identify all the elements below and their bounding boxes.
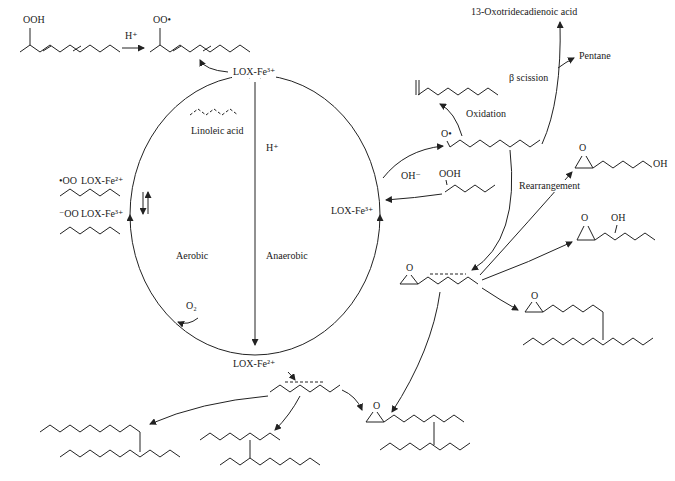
scheme-label: LOX-Fe²⁺ [80,175,124,187]
scheme-label: LOX-Fe³⁺ [330,205,374,217]
scheme-label: LOX-Fe³⁺ [232,66,276,78]
scheme-label: 13-Oxotridecadienoic acid [470,6,578,18]
scheme-label: OO• [152,14,172,26]
scheme-label: LOX-Fe²⁺ [232,358,276,370]
scheme-label: O [578,142,587,154]
scheme-label: •OO [58,175,78,187]
scheme-label: O• [440,128,453,140]
scheme-label: β scission [508,72,549,84]
scheme-label: H⁺ [265,142,280,154]
scheme-label: O [580,212,589,224]
scheme-label: O [372,400,381,412]
scheme-label: OOH [22,14,46,26]
scheme-label: ⁻OO [58,208,80,220]
scheme-label: OOH [438,168,462,180]
scheme-label: Oxidation [465,108,507,120]
scheme-label: OH⁻ [400,170,422,182]
scheme-label: O [530,290,539,302]
scheme-label: Linoleic acid [190,125,244,137]
scheme-label: H⁺ [124,30,139,42]
scheme-label: OH [610,212,626,224]
scheme-label: LOX-Fe³⁺ [80,208,124,220]
scheme-label: Aerobic [175,250,209,262]
scheme-label: O₂ [185,300,198,312]
scheme-label: Anaerobic [265,250,309,262]
scheme-label: OH [652,158,668,170]
scheme-label: Pentane [578,50,612,62]
scheme-label: Rearrangement [518,180,581,192]
scheme-label: O [405,262,414,274]
